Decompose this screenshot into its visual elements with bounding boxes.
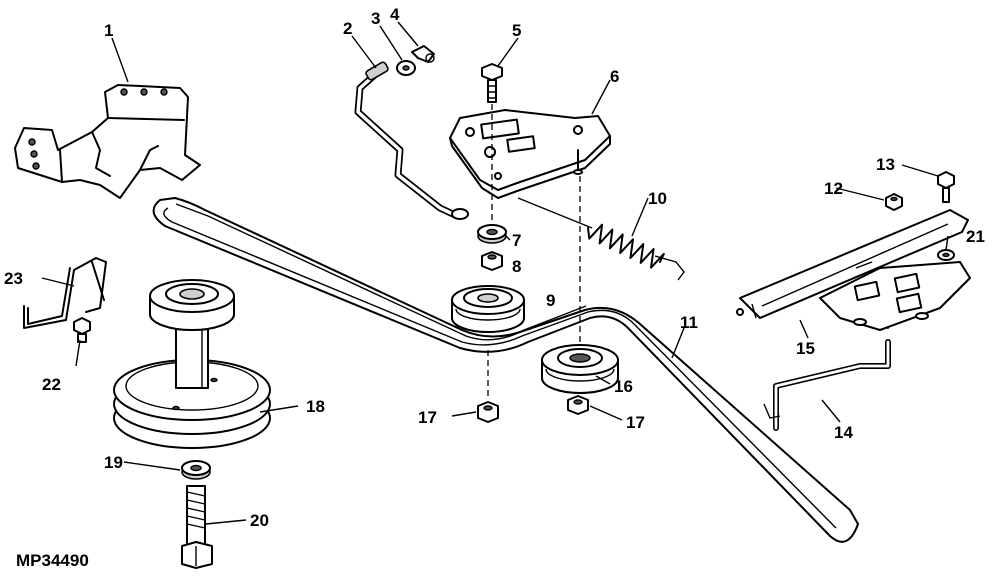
callouts: 1 2 3 4 5 6 7 8 9 10 11 12 13 14 15 16 1… <box>4 5 985 530</box>
part-pulley-9 <box>451 285 525 333</box>
part-washer-19 <box>181 460 211 480</box>
callout-16: 16 <box>614 377 633 396</box>
part-nut-8 <box>481 251 503 271</box>
callout-1: 1 <box>104 21 113 40</box>
part-bracket <box>14 84 201 199</box>
callout-7: 7 <box>512 231 521 250</box>
part-plate-6 <box>449 109 611 199</box>
callout-22: 22 <box>42 375 61 394</box>
callout-8: 8 <box>512 257 521 276</box>
callout-6: 6 <box>610 67 619 86</box>
figure-code: MP34490 <box>16 551 89 570</box>
callout-5: 5 <box>512 21 521 40</box>
callout-13: 13 <box>876 155 895 174</box>
part-rod <box>354 61 469 220</box>
callout-19: 19 <box>104 453 123 472</box>
part-rod-14 <box>763 339 891 431</box>
callout-14: 14 <box>834 423 853 442</box>
part-belt-11 <box>152 197 859 543</box>
part-clip-4 <box>411 45 435 63</box>
callout-21: 21 <box>966 227 985 246</box>
callout-10: 10 <box>648 189 667 208</box>
part-bar-15 <box>736 209 971 331</box>
part-spring-10 <box>517 197 685 281</box>
leader-lines <box>41 21 949 525</box>
callout-20: 20 <box>250 511 269 530</box>
part-washer-3 <box>396 60 416 76</box>
part-bolt-22 <box>73 317 91 343</box>
part-washer-21 <box>937 249 955 261</box>
callout-2: 2 <box>343 19 352 38</box>
part-pulley-16 <box>541 344 619 394</box>
part-bolt-20 <box>181 485 213 569</box>
callout-11: 11 <box>680 313 698 332</box>
part-hook-23 <box>23 257 107 329</box>
callout-4: 4 <box>390 5 400 24</box>
part-bolt-13 <box>937 171 955 203</box>
part-nut-12 <box>885 193 903 211</box>
callout-17b: 17 <box>626 413 645 432</box>
callout-3: 3 <box>371 9 380 28</box>
part-bushing-7 <box>477 224 507 244</box>
part-nut-17b <box>567 395 589 415</box>
callout-18: 18 <box>306 397 325 416</box>
callout-17a: 17 <box>418 408 437 427</box>
callout-23: 23 <box>4 269 23 288</box>
part-sheave-18 <box>113 279 271 449</box>
part-bolt-5 <box>481 63 503 103</box>
part-nut-17a <box>477 401 499 423</box>
callout-12: 12 <box>824 179 843 198</box>
callout-9: 9 <box>546 291 555 310</box>
callout-15: 15 <box>796 339 815 358</box>
